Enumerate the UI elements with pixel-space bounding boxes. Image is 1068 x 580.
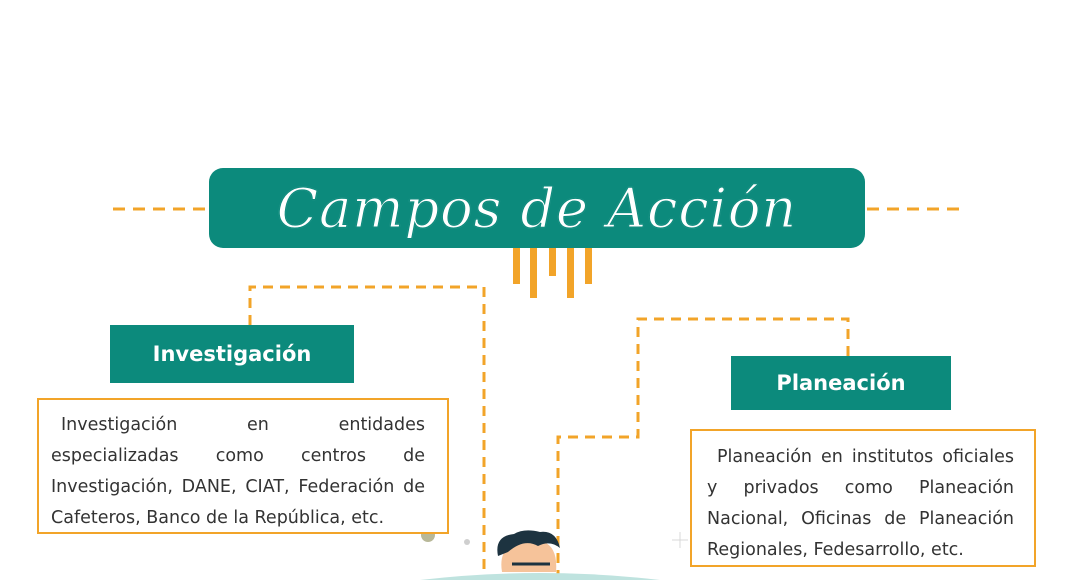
investigacion-label: Investigación [110, 325, 354, 383]
person-illustration [420, 530, 660, 580]
left-connector [248, 285, 486, 580]
decor-dot-small [464, 539, 470, 545]
planeacion-label: Planeación [731, 356, 951, 410]
title-banner: Campos de Acción [209, 168, 865, 248]
planeacion-description: Planeación en institutos oficiales y pri… [690, 429, 1036, 567]
diagram-title: Campos de Acción [276, 176, 798, 240]
investigacion-description: Investigación en entidades especializada… [37, 398, 449, 534]
sparkle-icon [672, 532, 688, 548]
investigacion-description-text: Investigación en entidades especializada… [51, 415, 425, 528]
planeacion-description-text: Planeación en institutos oficiales y pri… [707, 447, 1014, 560]
title-bars [513, 248, 592, 298]
right-connector [556, 317, 850, 580]
